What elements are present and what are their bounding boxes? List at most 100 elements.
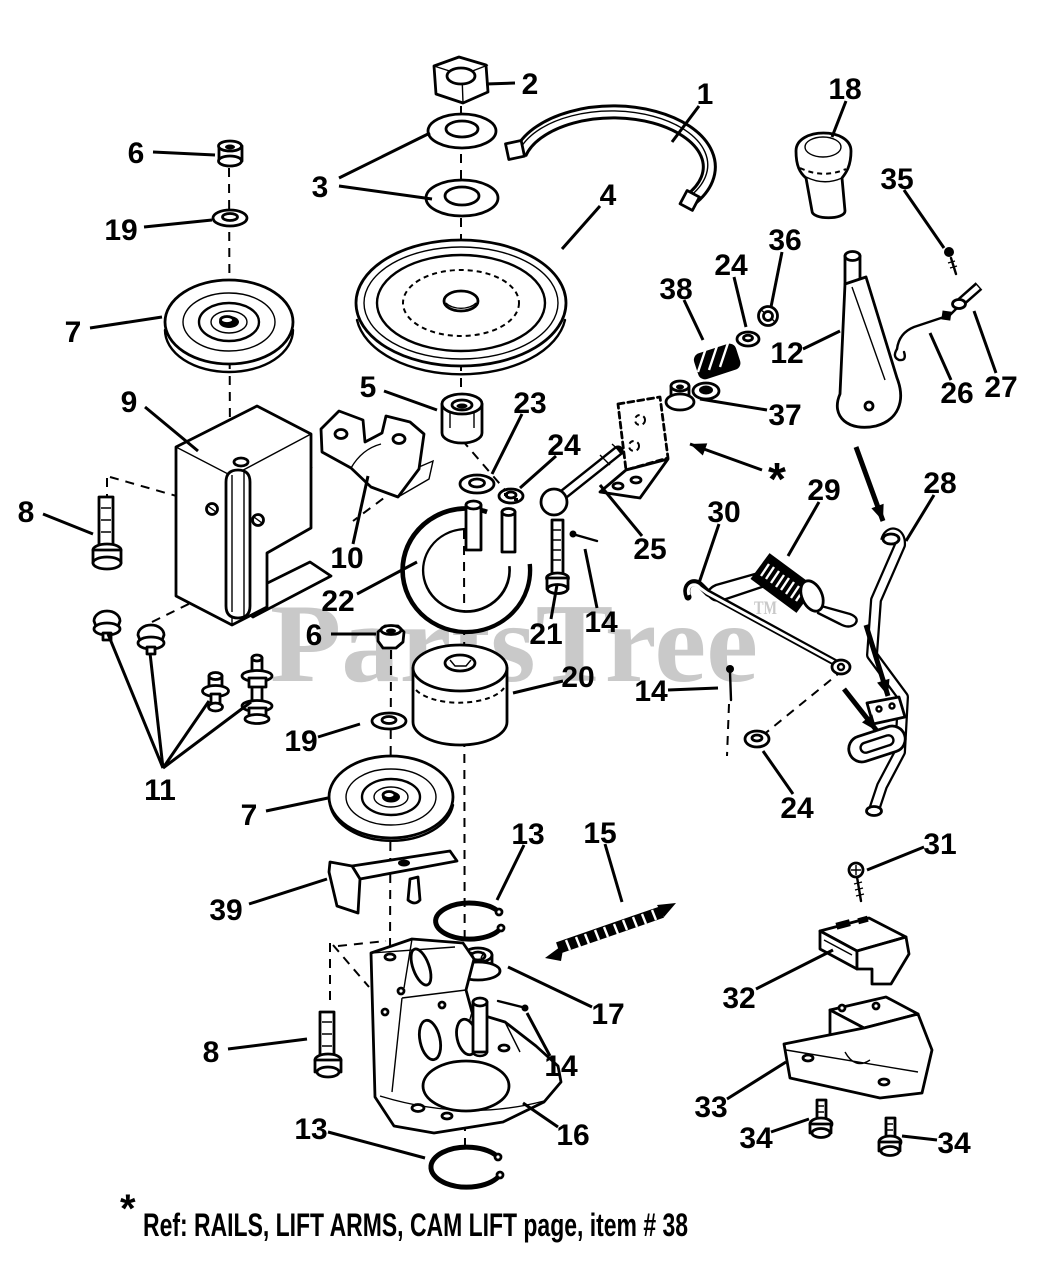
part-latch-32 bbox=[818, 915, 911, 986]
pointer-arrow bbox=[853, 446, 886, 522]
callout-label: 12 bbox=[770, 337, 803, 370]
leader-line bbox=[972, 310, 998, 374]
callout-34: 34 bbox=[739, 1117, 810, 1155]
callout-24: 24 bbox=[714, 249, 748, 328]
leader-line bbox=[383, 389, 438, 412]
part-bearing-5 bbox=[440, 392, 484, 445]
callout-5: 5 bbox=[360, 371, 438, 412]
callout-3: 3 bbox=[312, 131, 433, 204]
callout-label: 39 bbox=[209, 894, 242, 927]
callout-label: 34 bbox=[937, 1127, 971, 1160]
leader-line bbox=[338, 131, 431, 180]
callout-34: 34 bbox=[901, 1127, 971, 1160]
callout-7: 7 bbox=[241, 796, 329, 832]
callout-24: 24 bbox=[519, 429, 581, 490]
callout-27: 27 bbox=[972, 310, 1018, 404]
callout-label: 21 bbox=[529, 618, 562, 651]
part-bolt-8-top bbox=[91, 495, 123, 571]
part-pulley-7-top bbox=[163, 278, 295, 374]
callout-31: 31 bbox=[866, 828, 957, 872]
callout-26: 26 bbox=[928, 332, 974, 410]
callout-label: 11 bbox=[144, 774, 176, 807]
callout-28: 28 bbox=[904, 467, 957, 542]
part-nut-6-top bbox=[217, 139, 244, 168]
callout-label: 31 bbox=[923, 828, 956, 861]
callout-8: 8 bbox=[203, 1036, 308, 1069]
arrow-head bbox=[862, 714, 877, 731]
callout-8: 8 bbox=[18, 496, 94, 536]
callout-24: 24 bbox=[761, 750, 814, 825]
leader-line bbox=[726, 1060, 787, 1101]
callout-16: 16 bbox=[522, 1101, 590, 1152]
leader-line bbox=[512, 679, 564, 695]
leader-line bbox=[525, 1012, 552, 1057]
part-coupling-38 bbox=[691, 342, 741, 401]
leader-line bbox=[89, 315, 163, 330]
callout-6: 6 bbox=[306, 619, 376, 652]
part-washer-24-right bbox=[743, 729, 771, 749]
callout-label: 29 bbox=[807, 474, 840, 507]
part-screw-31 bbox=[847, 861, 865, 903]
leader-line bbox=[351, 475, 370, 545]
leader-line bbox=[603, 843, 624, 903]
part-lever-28 bbox=[847, 527, 909, 817]
part-pulley-7-bottom bbox=[327, 754, 455, 843]
callout-label: 24 bbox=[780, 792, 814, 825]
part-eye-rod-25 bbox=[539, 443, 625, 517]
callout-39: 39 bbox=[209, 877, 328, 927]
part-bracket-33 bbox=[782, 995, 934, 1100]
callout-19: 19 bbox=[104, 214, 213, 247]
part-pin-14-c bbox=[496, 999, 529, 1012]
part-lever-12 bbox=[836, 250, 902, 429]
callout-4: 4 bbox=[560, 179, 617, 250]
callout-label: 7 bbox=[65, 316, 82, 349]
part-bolt-34-left bbox=[808, 1098, 834, 1139]
callout-label: 19 bbox=[284, 725, 317, 758]
callout-21: 21 bbox=[529, 584, 563, 651]
callout-25: 25 bbox=[598, 484, 667, 566]
callout-label: 14 bbox=[634, 675, 668, 708]
callout-label: 25 bbox=[633, 533, 666, 566]
part-hex-nut-2 bbox=[432, 55, 490, 105]
leader-line bbox=[699, 397, 768, 412]
part-bolt-34-right bbox=[877, 1116, 903, 1157]
part-nut-6-mid bbox=[376, 624, 406, 650]
callout-label: 36 bbox=[768, 224, 801, 257]
leader-line bbox=[902, 189, 946, 249]
part-pin-14-a bbox=[569, 530, 599, 543]
leader-line bbox=[786, 501, 821, 557]
part-pulley-4 bbox=[354, 238, 568, 376]
callout-30: 30 bbox=[697, 496, 741, 584]
callout-33: 33 bbox=[694, 1060, 787, 1124]
callout-22: 22 bbox=[321, 560, 418, 618]
callout-19: 19 bbox=[284, 722, 361, 758]
callout-32: 32 bbox=[722, 948, 834, 1015]
part-bracket-9 bbox=[174, 404, 333, 627]
callout-14: 14 bbox=[583, 548, 618, 639]
footnote-asterisk: * bbox=[120, 1187, 136, 1231]
leader-line bbox=[485, 81, 516, 86]
callout-20: 20 bbox=[512, 661, 595, 695]
leader-line bbox=[598, 484, 644, 537]
callout-label: 17 bbox=[591, 998, 624, 1031]
callout-label: 26 bbox=[940, 377, 973, 410]
part-fasteners-11 bbox=[92, 609, 274, 725]
part-washer-19-mid bbox=[370, 711, 408, 731]
watermark-tm: TM bbox=[754, 598, 777, 619]
callout-label: 24 bbox=[547, 429, 581, 462]
callout-23: 23 bbox=[490, 387, 547, 475]
part-bracket-39 bbox=[327, 849, 459, 915]
footnote-text: Ref: RAILS, LIFT ARMS, CAM LIFT page, it… bbox=[143, 1207, 688, 1243]
part-bolt-8-bottom bbox=[313, 1010, 343, 1079]
part-pin-14-b bbox=[726, 665, 734, 702]
leader-line bbox=[248, 877, 328, 906]
leader-line bbox=[928, 332, 953, 381]
leader-line bbox=[682, 299, 705, 341]
callout-10: 10 bbox=[330, 475, 370, 575]
leader-line bbox=[770, 1117, 810, 1134]
callout-label: 14 bbox=[544, 1050, 578, 1083]
callout-label: 22 bbox=[321, 585, 354, 618]
leader-line bbox=[732, 276, 748, 328]
